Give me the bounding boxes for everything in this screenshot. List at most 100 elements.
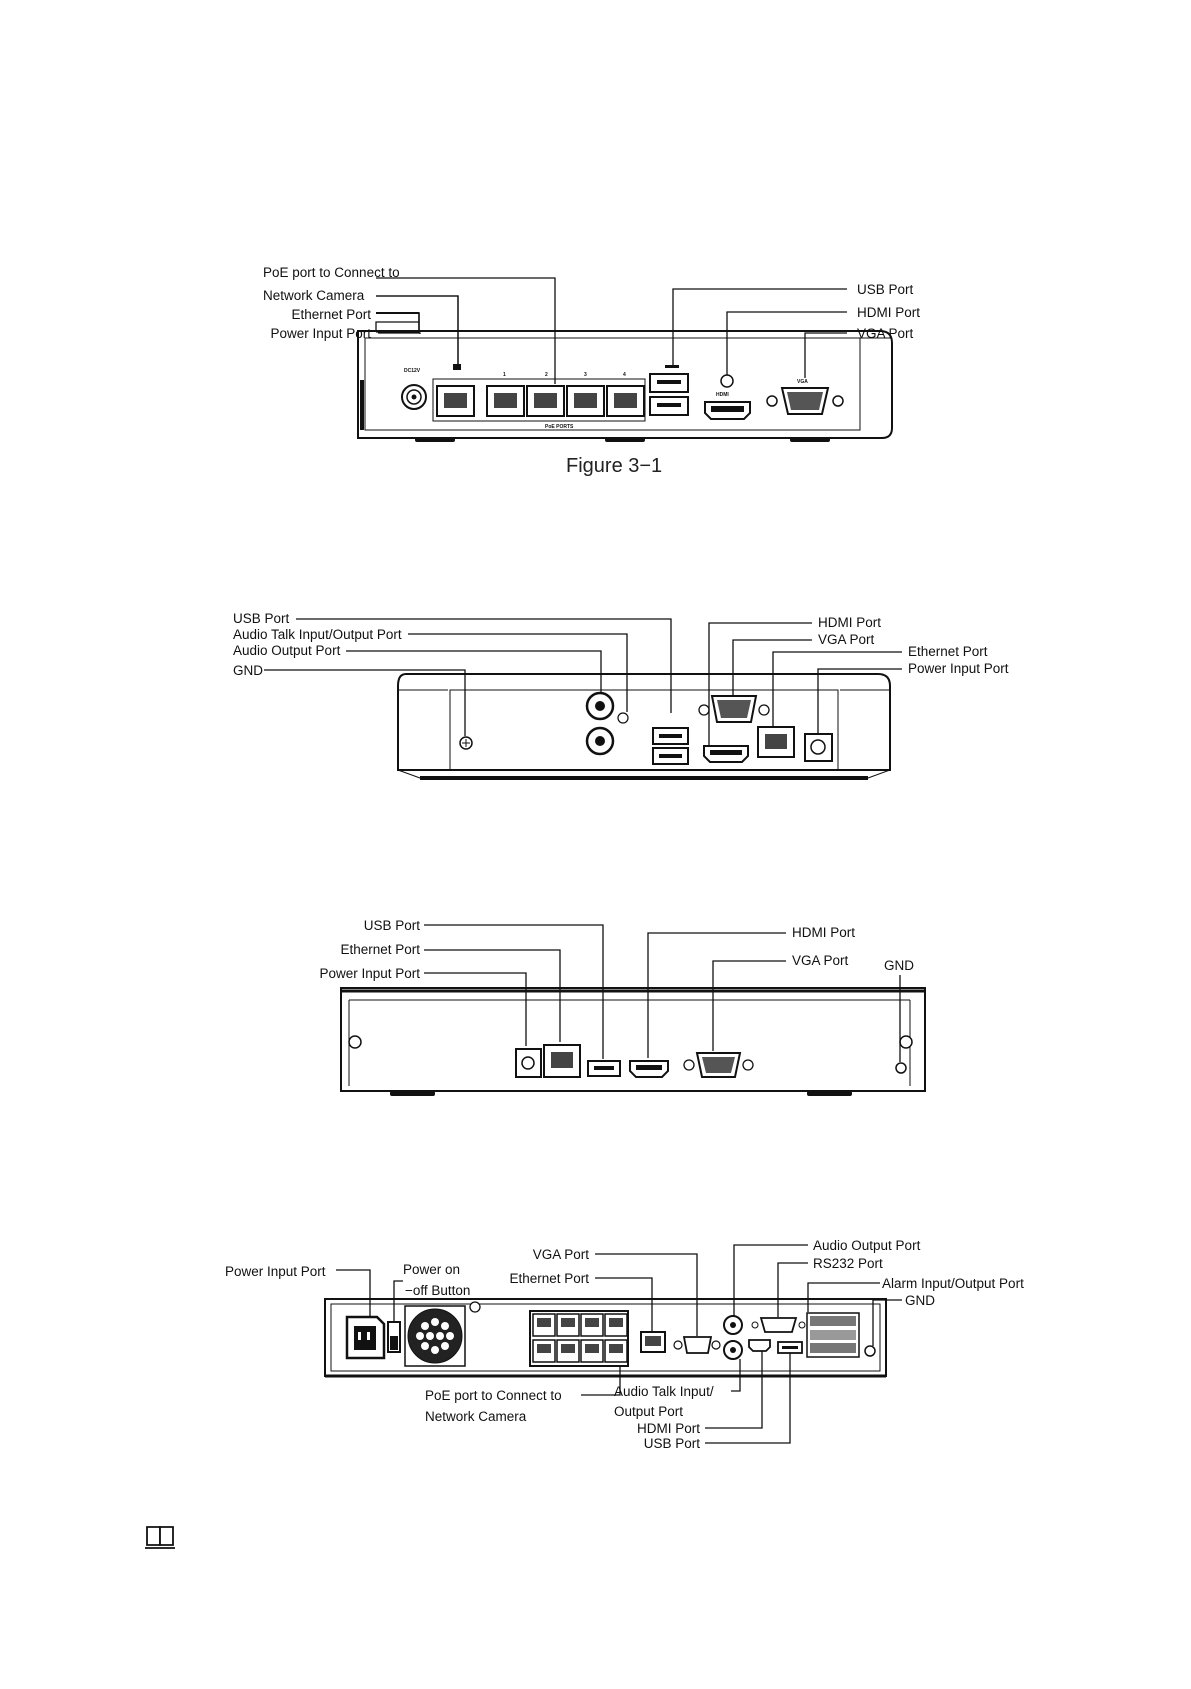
figure-1-rear-panel: DC12V 1 2 3 4 PoE PORTS HDMI VGA — [357, 295, 893, 442]
figure-4-rear-panel — [324, 1298, 887, 1378]
figure-1-leaders — [376, 277, 847, 384]
label-usb: USB Port — [644, 1436, 701, 1451]
device-foot — [390, 1091, 435, 1096]
label-vga: VGA Port — [857, 326, 914, 341]
poe-number: 1 — [503, 372, 506, 378]
poe-port — [486, 385, 525, 417]
device-body — [357, 330, 893, 439]
device-panel — [364, 337, 861, 431]
label-audio-talk-line1: Audio Talk Input/ — [614, 1384, 714, 1399]
label-usb: USB Port — [233, 611, 290, 626]
leader-line-power — [424, 972, 527, 1046]
poe-port — [556, 1339, 580, 1363]
poe-number: 3 — [584, 372, 587, 378]
screw-icon — [720, 374, 734, 388]
label-power-button-line2: −off Button — [405, 1283, 470, 1298]
screw-icon — [899, 1035, 913, 1049]
leader-line-usb — [672, 288, 847, 365]
label-audio-talk: Audio Talk Input/Output Port — [233, 627, 402, 642]
figure-2-rear-panel — [397, 673, 891, 780]
figure-1-labels: PoE port to Connect to Network Camera Et… — [263, 265, 920, 477]
poe-port — [604, 1313, 628, 1337]
leader-line-hdmi — [647, 932, 786, 1058]
gnd-screw-icon — [864, 1345, 876, 1357]
leader-line — [375, 321, 419, 331]
usb-icon — [665, 365, 679, 368]
poe-port — [556, 1313, 580, 1337]
poe-port — [566, 385, 605, 417]
device-foot — [807, 1091, 852, 1096]
label-poe-line1: PoE port to Connect to — [425, 1388, 562, 1403]
label-ethernet: Ethernet Port — [908, 644, 988, 659]
leader-line-audio-talk — [408, 633, 628, 712]
poe-number: 4 — [623, 372, 626, 378]
fan-icon — [407, 1308, 463, 1364]
device-panel — [449, 689, 839, 771]
label-ethernet: Ethernet Port — [340, 942, 420, 957]
leader-line-usb — [705, 1353, 791, 1444]
device-foot — [790, 437, 830, 442]
label-poe-line2: Network Camera — [263, 288, 365, 303]
screw-icon — [348, 1035, 362, 1049]
label-audio-out: Audio Output Port — [813, 1238, 921, 1253]
poe-ports-mark: PoE PORTS — [545, 424, 574, 430]
leader-line-vga — [595, 1253, 698, 1336]
ethernet-port — [436, 385, 475, 417]
label-power-button-line1: Power on — [403, 1262, 460, 1277]
vga-mark: VGA — [797, 379, 808, 385]
figure-4-labels: Power Input Port Power on −off Button VG… — [225, 1238, 1024, 1451]
leader-line-power — [336, 1269, 371, 1317]
leader-line-hdmi — [705, 1351, 763, 1429]
leader-line-poe — [581, 1367, 621, 1396]
label-hdmi: HDMI Port — [637, 1421, 700, 1436]
leader-line-audio-talk — [731, 1359, 741, 1392]
label-alarm: Alarm Input/Output Port — [882, 1276, 1024, 1291]
leader-line-hdmi — [726, 311, 847, 375]
label-power: Power Input Port — [225, 1264, 326, 1279]
figure-3-leaders — [424, 924, 901, 1062]
leader-line-ethernet — [595, 1277, 653, 1331]
leader-line-ethernet — [772, 651, 902, 726]
poe-number: 2 — [545, 372, 548, 378]
dc-mark: DC12V — [404, 368, 421, 374]
leader-line-hdmi — [708, 622, 812, 745]
leader-line-vga — [804, 332, 847, 378]
label-hdmi: HDMI Port — [792, 925, 855, 940]
label-vga: VGA Port — [818, 632, 875, 647]
label-ethernet: Ethernet Port — [291, 307, 371, 322]
poe-port — [526, 385, 565, 417]
label-power: Power Input Port — [319, 966, 420, 981]
leader-line-audio-out — [346, 650, 602, 693]
figure-4-leaders — [336, 1244, 902, 1444]
leader-line-poe — [376, 277, 556, 290]
label-power: Power Input Port — [908, 661, 1009, 676]
book-note-icon — [145, 1526, 175, 1549]
leader-line-vga — [732, 639, 812, 696]
poe-port — [532, 1313, 556, 1337]
leader-line-power — [817, 668, 902, 733]
figure-caption: Figure 3−1 — [566, 455, 662, 477]
figure-3-rear-panel — [340, 987, 926, 1096]
label-gnd: GND — [905, 1293, 935, 1308]
label-gnd: GND — [884, 958, 914, 973]
label-gnd: GND — [233, 663, 263, 678]
rs232-port — [759, 1317, 798, 1333]
leader-line-gnd — [872, 1299, 902, 1346]
leader-line-vga — [712, 960, 786, 1051]
leader-line-gnd — [264, 669, 466, 736]
label-audio-talk-line2: Output Port — [614, 1404, 683, 1419]
poe-port — [604, 1339, 628, 1363]
leader-line-alarm — [807, 1282, 880, 1312]
network-icon — [453, 364, 461, 370]
label-usb: USB Port — [857, 282, 914, 297]
label-vga: VGA Port — [792, 953, 849, 968]
poe-port — [580, 1313, 604, 1337]
label-poe-line1: PoE port to Connect to — [263, 265, 400, 280]
label-audio-out: Audio Output Port — [233, 643, 341, 658]
label-rs232: RS232 Port — [813, 1256, 883, 1271]
leader-line-usb — [296, 618, 672, 713]
leader-line-power-button — [393, 1280, 403, 1321]
label-poe-line2: Network Camera — [425, 1409, 527, 1424]
